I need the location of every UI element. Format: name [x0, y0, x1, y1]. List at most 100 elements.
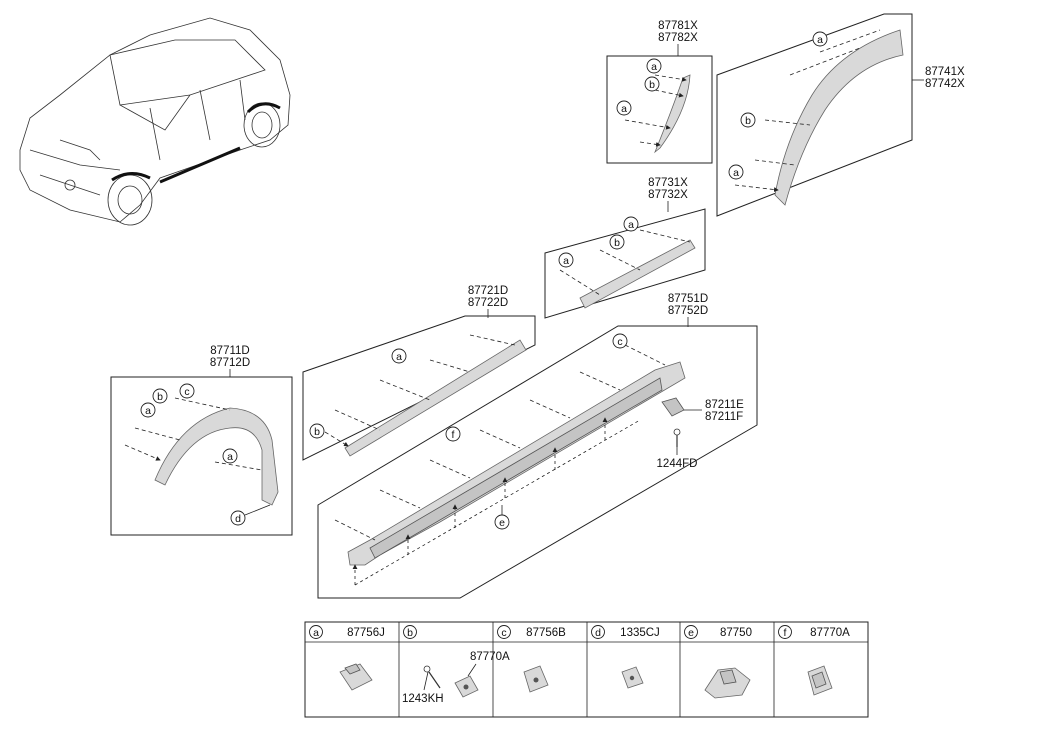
nut-87770a-f-icon[interactable] — [807, 665, 833, 696]
part-87711d-shape[interactable] — [154, 407, 279, 506]
callout-b-label: b — [745, 115, 751, 127]
callout-f-label: f — [452, 429, 455, 441]
legend-f-part-number[interactable]: 87770A — [810, 627, 850, 639]
part-number-87782x[interactable]: 87782X — [658, 32, 698, 44]
group-87781x: 87781X 87782X a b a — [606, 20, 713, 164]
legend-a-icon — [309, 625, 323, 639]
callout-a-icon[interactable] — [391, 348, 407, 364]
legend-a-part-number[interactable]: 87756J — [347, 627, 385, 639]
part-number-1244fd[interactable]: 1244FD — [657, 458, 698, 470]
screw-1244fd-icon[interactable] — [673, 428, 681, 447]
group-87711d: 87711D 87712D b c a a d — [110, 345, 293, 536]
part-number-87752d[interactable]: 87752D — [668, 305, 708, 317]
callout-b-icon[interactable] — [152, 388, 168, 404]
legend-c-part-number[interactable]: 87756B — [526, 627, 566, 639]
legend-a-letter: a — [313, 627, 319, 639]
callout-a-label: a — [817, 34, 823, 46]
callout-a-icon[interactable] — [140, 402, 156, 418]
part-number-87211e[interactable]: 87211E — [705, 399, 744, 411]
callout-a-label: a — [563, 255, 569, 267]
callout-a-label: a — [628, 219, 634, 231]
group-87731x: 87731X 87732X a b a — [544, 177, 706, 319]
callout-a-label: a — [621, 103, 627, 115]
group-87711d-box — [110, 376, 293, 536]
nut-87770a-icon[interactable] — [454, 675, 479, 698]
part-number-87711d[interactable]: 87711D — [210, 345, 249, 357]
clip-1335cj-icon[interactable] — [621, 666, 644, 689]
group-87781x-box — [606, 55, 713, 164]
callout-b-label: b — [614, 237, 620, 249]
part-87211e-shape[interactable] — [661, 397, 685, 417]
callout-a-label: a — [651, 61, 657, 73]
callout-a-icon[interactable] — [623, 216, 639, 232]
callout-b-icon[interactable] — [740, 112, 756, 128]
part-number-87741x[interactable]: 87741X — [925, 66, 965, 78]
callout-c-icon[interactable] — [612, 333, 628, 349]
legend-b-icon — [403, 625, 417, 639]
legend-b-part-number-87770a[interactable]: 87770A — [470, 651, 510, 663]
legend-d-icon — [591, 625, 605, 639]
group-87751d: 87751D 87752D c f e 87211E 87211F — [317, 293, 758, 599]
legend-f-icon — [778, 625, 792, 639]
callout-f-icon[interactable] — [445, 426, 461, 442]
group-87731x-box — [544, 208, 706, 319]
part-number-87742x[interactable]: 87742X — [925, 78, 965, 90]
callout-b-label: b — [314, 426, 320, 438]
callout-a-label: a — [227, 451, 233, 463]
legend-b-letter: b — [407, 627, 413, 639]
screw-1243kh-icon[interactable] — [423, 665, 441, 689]
part-87741x-shape[interactable] — [774, 29, 904, 206]
legend-c-icon — [497, 625, 511, 639]
callout-d-icon[interactable] — [230, 510, 246, 526]
callout-a-icon[interactable] — [646, 58, 662, 74]
part-number-87721d[interactable]: 87721D — [468, 285, 508, 297]
part-87721d-shape[interactable] — [344, 339, 527, 457]
legend-f-letter: f — [784, 627, 787, 639]
callout-b-label: b — [157, 391, 163, 403]
group-87751d-box — [317, 325, 758, 599]
callout-b-icon[interactable] — [309, 423, 325, 439]
part-number-87211f[interactable]: 87211F — [705, 411, 743, 423]
part-87781x-shape[interactable] — [654, 74, 691, 154]
part-number-87731x[interactable]: 87731X — [648, 177, 688, 189]
callout-c-icon[interactable] — [179, 383, 195, 399]
callout-b-icon[interactable] — [644, 76, 660, 92]
callout-a-label: a — [145, 405, 151, 417]
callout-a-icon[interactable] — [812, 31, 828, 47]
clip-87756b-icon[interactable] — [523, 665, 549, 693]
legend-c-letter: c — [501, 627, 506, 639]
legend-b-part-number-1243kh[interactable]: 1243KH — [402, 693, 444, 705]
callout-c-label: c — [184, 386, 189, 398]
legend-d-letter: d — [595, 627, 601, 639]
legend-e-part-number[interactable]: 87750 — [720, 627, 752, 639]
legend-d-part-number[interactable]: 1335CJ — [620, 627, 660, 639]
callout-a-label: a — [396, 351, 402, 363]
group-87721d: 87721D 87722D a b — [302, 285, 536, 461]
part-87731x-shape[interactable] — [579, 239, 696, 309]
part-number-87732x[interactable]: 87732X — [648, 189, 688, 201]
callout-b-icon[interactable] — [609, 234, 625, 250]
part-number-87722d[interactable]: 87722D — [468, 297, 508, 309]
callout-a-icon[interactable] — [558, 252, 574, 268]
callout-d-label: d — [235, 513, 241, 525]
legend-e-icon — [684, 625, 698, 639]
clip-87756j-icon[interactable] — [339, 663, 373, 691]
callout-a-icon[interactable] — [616, 100, 632, 116]
callout-c-label: c — [617, 336, 622, 348]
group-87741x-box — [716, 13, 913, 217]
part-number-87781x[interactable]: 87781X — [658, 20, 698, 32]
callout-b-label: b — [649, 79, 655, 91]
group-87721d-box — [302, 315, 536, 461]
vehicle-illustration — [19, 17, 291, 226]
callout-a-label: a — [733, 167, 739, 179]
callout-a-icon[interactable] — [728, 164, 744, 180]
part-number-87751d[interactable]: 87751D — [668, 293, 708, 305]
legend-table: a 87756J b c 87756B d 1335CJ e 87750 f 8… — [304, 621, 869, 718]
part-number-87712d[interactable]: 87712D — [210, 357, 250, 369]
callout-a-icon[interactable] — [222, 448, 238, 464]
callout-e-label: e — [499, 517, 505, 529]
clip-87750-icon[interactable] — [704, 667, 751, 699]
legend-e-letter: e — [688, 627, 694, 639]
